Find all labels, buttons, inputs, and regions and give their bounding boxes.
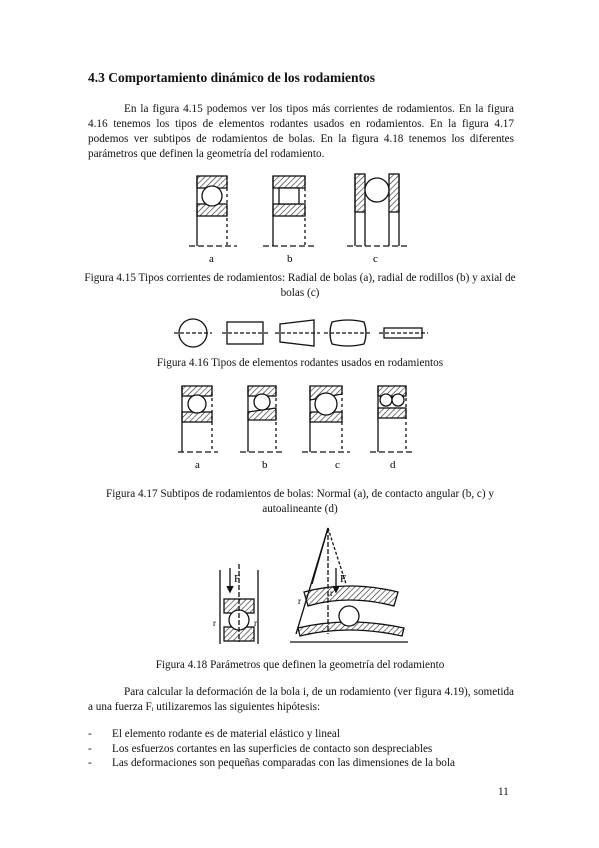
radial-ball-bearing bbox=[189, 175, 237, 247]
figure-4-18: F r r F r r bbox=[213, 527, 408, 644]
hypotheses-list: El elemento rodante es de material elást… bbox=[88, 727, 455, 771]
normal-ball-bearing bbox=[178, 385, 218, 453]
fig417-label-c: c bbox=[335, 459, 340, 471]
force-label-left: F bbox=[234, 573, 240, 585]
self-aligning-ball-bearing bbox=[370, 385, 414, 453]
body-paragraph: Para calcular la deformación de la bola … bbox=[88, 686, 514, 713]
fig417-label-a: a bbox=[195, 459, 200, 471]
figure-4-15-caption: Figura 4.15 Tipos corrientes de rodamien… bbox=[84, 272, 516, 299]
needle-roller-element bbox=[379, 327, 428, 339]
axial-ball-bearing bbox=[347, 173, 409, 247]
fig415-label-c: c bbox=[373, 253, 378, 265]
figure-4-16-caption: Figura 4.16 Tipos de elementos rodantes … bbox=[156, 357, 444, 369]
force-label-right: F bbox=[340, 573, 346, 585]
page-number: 11 bbox=[498, 786, 509, 798]
r-label-1: r bbox=[213, 618, 216, 628]
r-label-2: r bbox=[254, 618, 257, 628]
r-label-4: r bbox=[298, 596, 301, 606]
section-heading: 4.3 Comportamiento dinámico de los rodam… bbox=[88, 70, 375, 85]
angular-contact-bearing-c bbox=[302, 385, 350, 453]
list-item: Las deformaciones son pequeñas comparada… bbox=[88, 756, 455, 771]
radial-roller-bearing bbox=[263, 175, 315, 247]
fig415-label-a: a bbox=[209, 253, 214, 265]
list-item: El elemento rodante es de material elást… bbox=[88, 727, 455, 742]
list-item: Los esfuerzos cortantes en las superfici… bbox=[88, 742, 455, 757]
angular-contact-bearing-b bbox=[240, 385, 284, 453]
ball-contact-diagram bbox=[219, 564, 259, 644]
figure-4-17: a b c d bbox=[178, 385, 414, 471]
spherical-roller-element bbox=[324, 319, 372, 347]
curved-raceway-diagram bbox=[290, 527, 408, 643]
fig415-label-b: b bbox=[287, 253, 293, 265]
figure-4-17-caption: Figura 4.17 Subtipos de rodamientos de b… bbox=[105, 488, 495, 515]
ball-element bbox=[174, 318, 212, 348]
figure-4-18-caption: Figura 4.18 Parámetros que definen la ge… bbox=[155, 659, 445, 671]
figure-4-15: a b c bbox=[189, 173, 409, 265]
fig417-label-d: d bbox=[390, 459, 396, 471]
cylindrical-roller-element bbox=[222, 321, 268, 345]
figure-4-16 bbox=[174, 318, 428, 348]
tapered-roller-element bbox=[275, 319, 320, 347]
intro-paragraph: En la figura 4.15 podemos ver los tipos … bbox=[88, 103, 514, 160]
r-label-3: r bbox=[330, 588, 333, 598]
fig417-label-b: b bbox=[262, 459, 268, 471]
